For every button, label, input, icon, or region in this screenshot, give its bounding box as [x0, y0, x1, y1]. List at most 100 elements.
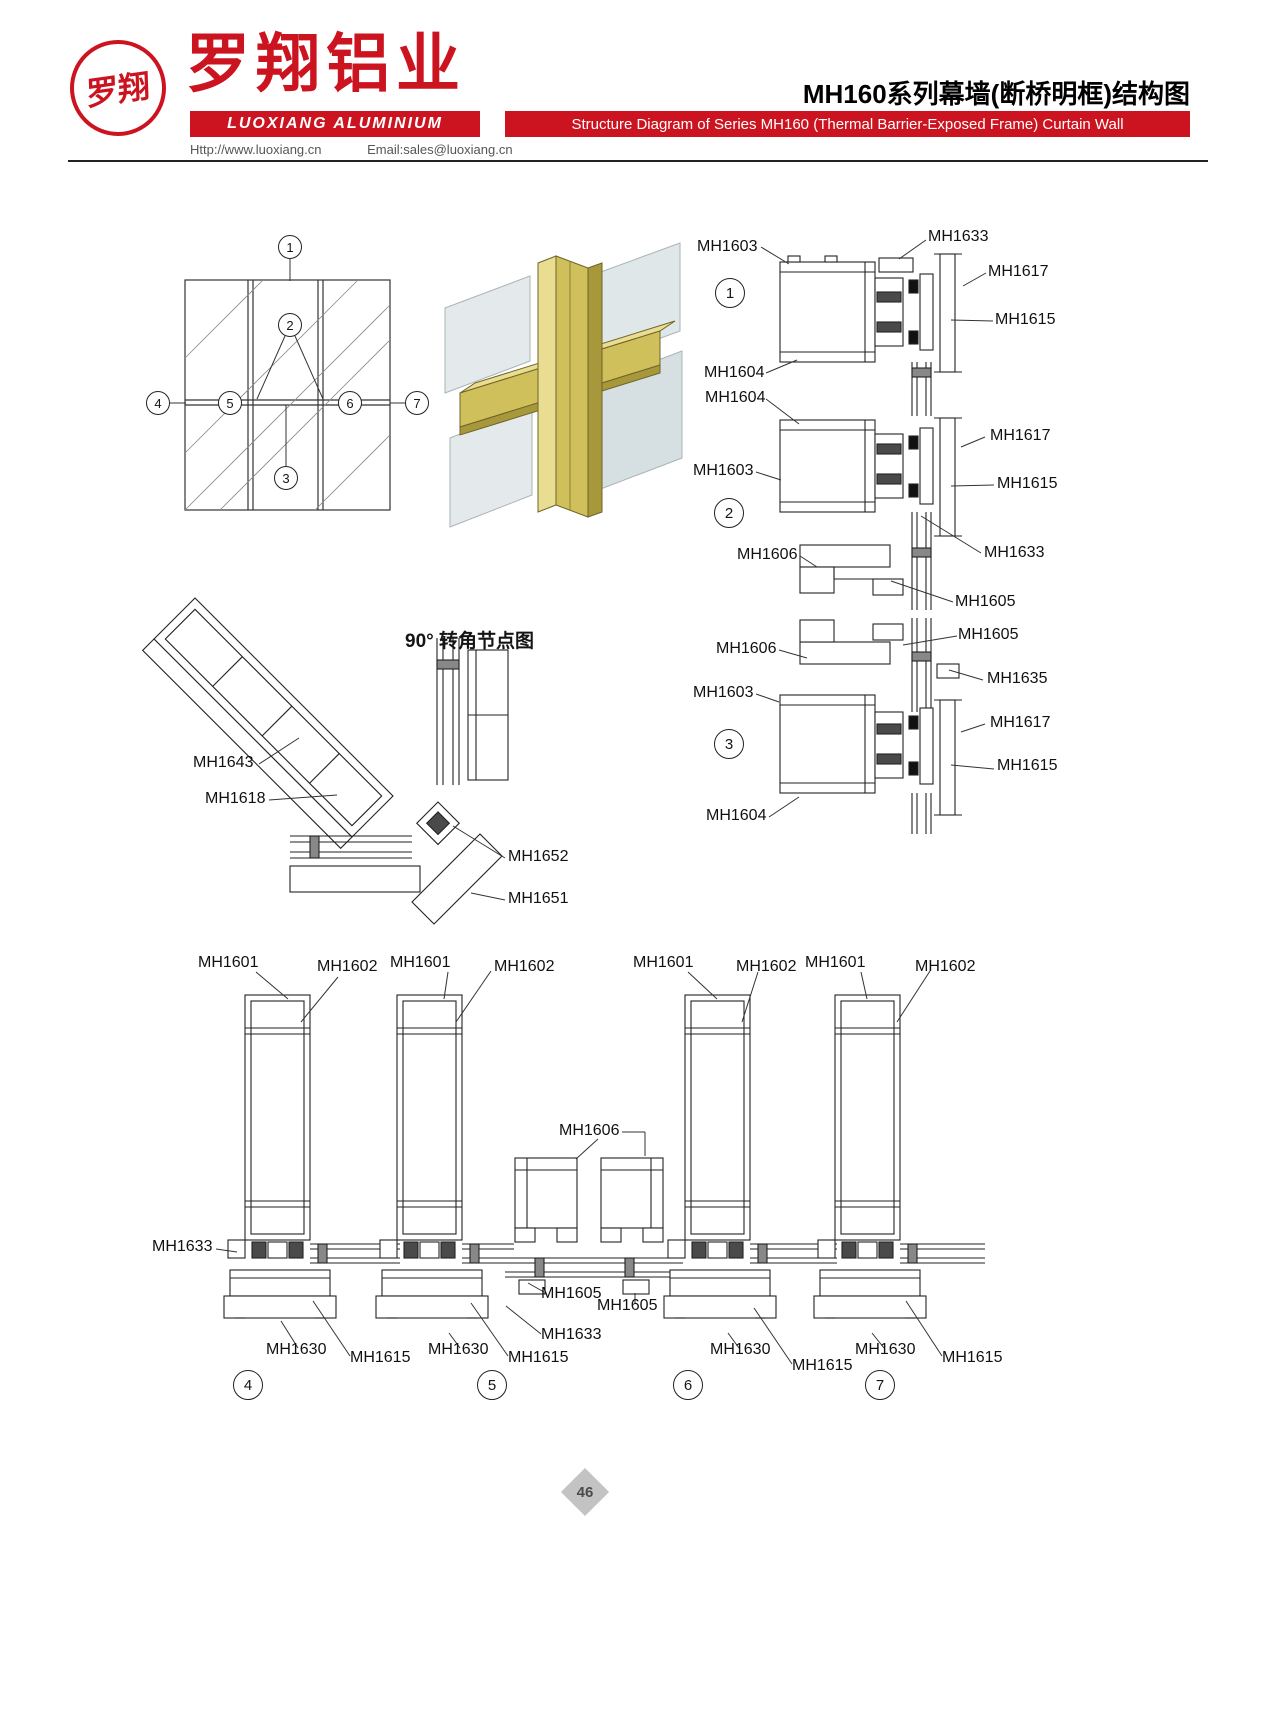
part-label: MH1617: [990, 714, 1051, 731]
marker-number: 2: [286, 317, 294, 333]
section-marker-6: 6: [673, 1370, 703, 1400]
mid-profiles: [505, 1157, 683, 1295]
marker-number: 5: [226, 395, 234, 411]
part-label: MH1617: [990, 427, 1051, 444]
mullion-section-6: [663, 994, 837, 1319]
email-text: Email:sales@luoxiang.cn: [367, 142, 513, 157]
marker-number: 3: [724, 735, 734, 753]
part-label: MH1615: [942, 1349, 1003, 1366]
section-3-profiles: [779, 618, 962, 834]
part-label: MH1601: [633, 954, 694, 971]
part-label: MH1602: [494, 958, 555, 975]
section-marker-5: 5: [477, 1370, 507, 1400]
section-marker-4: 4: [233, 1370, 263, 1400]
part-label: MH1603: [697, 238, 758, 255]
part-label: MH1633: [152, 1238, 213, 1255]
part-label: MH1606: [737, 546, 798, 563]
part-label: MH1630: [855, 1341, 916, 1358]
section-marker-1: 1: [715, 278, 745, 308]
brand-name-english: LUOXIANG ALUMINIUM: [227, 115, 443, 132]
middle-subframe-profiles: [505, 1157, 683, 1295]
part-label: MH1633: [928, 228, 989, 245]
part-label: MH1605: [955, 593, 1016, 610]
part-label: MH1604: [704, 364, 765, 381]
part-label: MH1606: [559, 1122, 620, 1139]
part-label: MH1601: [805, 954, 866, 971]
mullion-4-profiles: [223, 994, 400, 1319]
section-detail-3: [779, 618, 962, 834]
section-detail-1: [779, 253, 962, 416]
part-label: MH1603: [693, 684, 754, 701]
part-label: MH1601: [198, 954, 259, 971]
brand-name-chinese: 罗翔铝业: [186, 28, 466, 100]
part-label: MH1605: [541, 1285, 602, 1302]
marker-number: 5: [487, 1376, 497, 1394]
company-logo: 罗翔: [70, 40, 166, 136]
elevation-marker-5: 5: [218, 391, 242, 415]
page-title-chinese: MH160系列幕墙(断桥明框)结构图: [802, 79, 1190, 109]
marker-number: 2: [724, 504, 734, 522]
part-label: MH1601: [390, 954, 451, 971]
part-label: MH1602: [317, 958, 378, 975]
part-label: MH1606: [716, 640, 777, 657]
page-number: 46: [576, 1483, 594, 1501]
part-label: MH1615: [792, 1357, 853, 1374]
part-label: MH1652: [508, 848, 569, 865]
contact-line: Http://www.luoxiang.cn Email:sales@luoxi…: [190, 142, 555, 157]
part-label: MH1602: [915, 958, 976, 975]
page-title-english: Structure Diagram of Series MH160 (Therm…: [571, 115, 1124, 133]
part-label: MH1615: [997, 757, 1058, 774]
elevation-marker-4: 4: [146, 391, 170, 415]
part-label: MH1602: [736, 958, 797, 975]
part-label: MH1605: [958, 626, 1019, 643]
part-label: MH1643: [193, 754, 254, 771]
elevation-marker-3: 3: [274, 466, 298, 490]
mullion-section-7: [813, 994, 985, 1319]
part-label: MH1617: [988, 263, 1049, 280]
part-label: MH1633: [541, 1326, 602, 1343]
page-title-english-bar: Structure Diagram of Series MH160 (Therm…: [505, 111, 1190, 137]
section-detail-2: [779, 417, 962, 610]
elevation-marker-2: 2: [278, 313, 302, 337]
part-label: MH1630: [428, 1341, 489, 1358]
part-label: MH1604: [706, 807, 767, 824]
part-label: MH1630: [710, 1341, 771, 1358]
marker-number: 1: [725, 284, 735, 302]
part-label: MH1635: [987, 670, 1048, 687]
marker-number: 1: [286, 239, 294, 255]
marker-number: 7: [413, 395, 421, 411]
elevation-marker-6: 6: [338, 391, 362, 415]
part-label: MH1615: [350, 1349, 411, 1366]
mullion-7-profiles: [813, 994, 985, 1319]
part-label: MH1633: [984, 544, 1045, 561]
marker-number: 3: [282, 470, 290, 486]
part-label: MH1604: [705, 389, 766, 406]
header-rule: [68, 160, 1208, 162]
elevation-marker-1: 1: [278, 235, 302, 259]
part-label: MH1651: [508, 890, 569, 907]
mullion-section-5: [375, 994, 514, 1319]
marker-number: 6: [346, 395, 354, 411]
part-label: MH1615: [997, 475, 1058, 492]
part-label: MH1605: [597, 1297, 658, 1314]
marker-number: 4: [154, 395, 162, 411]
mullion-5-profiles: [375, 994, 514, 1319]
marker-number: 6: [683, 1376, 693, 1394]
section-2-profiles: [779, 417, 962, 610]
corner-detail-title: 90° 转角节点图: [405, 631, 535, 652]
isometric-3d-view: [444, 242, 683, 528]
part-label: MH1630: [266, 1341, 327, 1358]
part-label: MH1603: [693, 462, 754, 479]
section-marker-7: 7: [865, 1370, 895, 1400]
part-label: MH1615: [995, 311, 1056, 328]
logo-text: 罗翔: [85, 67, 151, 113]
website-text: Http://www.luoxiang.cn: [190, 142, 322, 157]
elevation-marker-7: 7: [405, 391, 429, 415]
section-1-profiles: [779, 253, 962, 416]
section-marker-3: 3: [714, 729, 744, 759]
marker-number: 7: [875, 1376, 885, 1394]
section-marker-2: 2: [714, 498, 744, 528]
page-number-diamond: 46: [560, 1467, 610, 1517]
mullion-section-4: [223, 994, 400, 1319]
marker-number: 4: [243, 1376, 253, 1394]
